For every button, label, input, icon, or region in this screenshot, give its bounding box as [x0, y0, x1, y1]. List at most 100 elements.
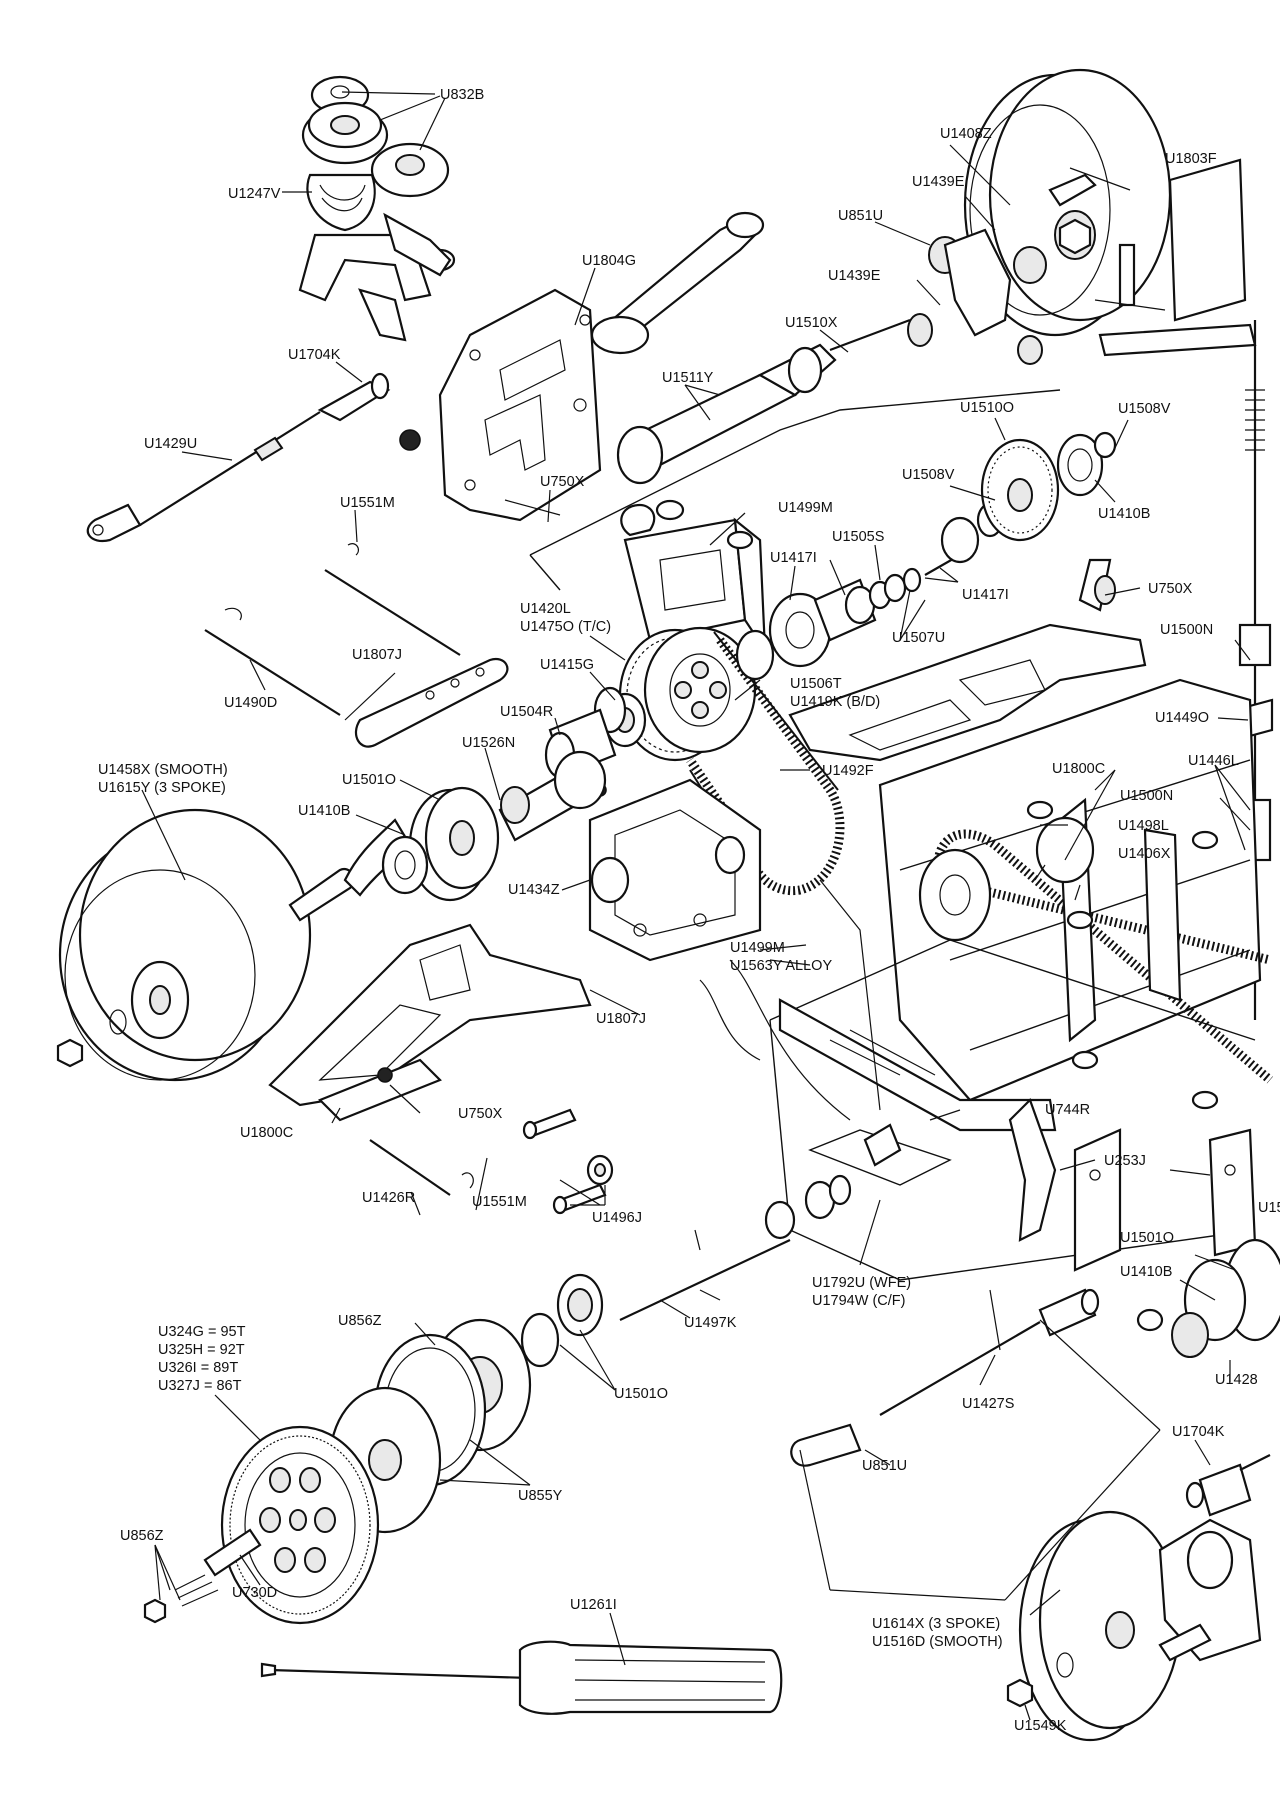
gearbox-upper-drawing: [620, 499, 767, 654]
label-u1614x: U1614X (3 SPOKE): [872, 1616, 1000, 1632]
label-u1792u: U1792U (WFE): [812, 1275, 911, 1291]
chassis-tray-drawing: [529, 389, 1273, 1110]
label-u750x-top: U750X: [540, 474, 585, 490]
brake-disc-drawing: [980, 431, 1117, 542]
label-u1419k: U1419K (B/D): [790, 694, 880, 710]
label-u1261i: U1261I: [570, 1597, 617, 1613]
label-u851u-top: U851U: [838, 208, 883, 224]
top-right-wheel-drawing: [907, 68, 1257, 365]
label-u744r: U744R: [1045, 1102, 1090, 1118]
label-u1549k: U1549K: [1014, 1718, 1067, 1734]
label-u1449o: U1449O: [1155, 710, 1209, 726]
right-wishbone-drawing: [788, 558, 1147, 762]
label-u1417i-a: U1417I: [770, 550, 817, 566]
label-u1501o-right: U1501O: [1120, 1230, 1174, 1246]
label-u1704k-low: U1704K: [1172, 1424, 1225, 1440]
bottom-right-wheel-drawing: [1006, 1454, 1271, 1742]
label-u750x-right: U750X: [1148, 581, 1193, 597]
label-u324g: U324G = 95T: [158, 1324, 246, 1340]
label-u1408z: U1408Z: [940, 126, 992, 142]
label-u1428: U1428: [1215, 1372, 1258, 1388]
label-u1507u: U1507U: [892, 630, 945, 646]
label-u1526n: U1526N: [462, 735, 515, 751]
label-u1800c-left: U1800C: [240, 1125, 293, 1141]
turnbuckle-rod-left: [86, 372, 391, 543]
left-wheel-drawing: [56, 808, 412, 1082]
label-u1501o-top: U1501O: [342, 772, 396, 788]
label-u1439e-b: U1439E: [912, 174, 965, 190]
label-u1410b-top: U1410B: [1098, 506, 1150, 522]
label-u1516d: U1516D (SMOOTH): [872, 1634, 1003, 1650]
label-u1506t: U1506T: [790, 676, 842, 692]
label-u1800c-right: U1800C: [1052, 761, 1105, 777]
left-wishbone-drawing: [268, 923, 592, 1196]
label-u1551m-top: U1551M: [340, 495, 395, 511]
label-u1439e-a: U1439E: [828, 268, 881, 284]
label-u1429u: U1429U: [144, 436, 197, 452]
label-u1500n-b: U1500N: [1120, 788, 1173, 804]
label-u1803f: U1803F: [1165, 151, 1217, 167]
main-spur-gear: [143, 1425, 380, 1625]
hinge-pins-drawing: [204, 543, 509, 748]
leader-lines: [141, 91, 1251, 1721]
label-u1807j-low: U1807J: [596, 1011, 646, 1027]
label-u253j: U253J: [1104, 1153, 1146, 1169]
label-u1426r: U1426R: [362, 1190, 415, 1206]
label-u1417i-b: U1417I: [962, 587, 1009, 603]
label-u1406x: U1406X: [1118, 846, 1171, 862]
label-u1434z: U1434Z: [508, 882, 560, 898]
label-u1490d: U1490D: [224, 695, 277, 711]
label-u327j: U327J = 86T: [158, 1378, 242, 1394]
label-u1446l: U1446L: [1188, 753, 1239, 769]
label-u1410b-left: U1410B: [298, 803, 350, 819]
screwdriver-drawing: [260, 1640, 783, 1715]
screws-drawing: [522, 1108, 614, 1215]
label-u1475o: U1475O (T/C): [520, 619, 611, 635]
left-hub-drawing: [381, 750, 607, 902]
label-u856z-a: U856Z: [338, 1313, 382, 1329]
label-u851u-low: U851U: [862, 1458, 907, 1474]
label-u832b: U832B: [440, 87, 484, 103]
label-u856z-b: U856Z: [120, 1528, 164, 1544]
part-labels: U832B U1247V U1804G U1704K U1429U U750X …: [98, 87, 1280, 1734]
label-u1498l: U1498L: [1118, 818, 1169, 834]
label-u1508v-a: U1508V: [1118, 401, 1171, 417]
label-u1492f: U1492F: [822, 763, 874, 779]
label-u1410b-right: U1410B: [1120, 1264, 1172, 1280]
pulley-assembly-drawing: [298, 75, 456, 342]
drive-shaft-drawing: [616, 318, 911, 485]
label-u1496j: U1496J: [592, 1210, 642, 1226]
label-u750x-low: U750X: [458, 1106, 503, 1122]
label-u1499m-mid: U1499M: [730, 940, 785, 956]
label-u1704k-top: U1704K: [288, 347, 341, 363]
label-u1420l: U1420L: [520, 601, 571, 617]
gearbox-lower-drawing: [588, 778, 762, 962]
label-u1510o: U1510O: [960, 400, 1014, 416]
bottom-chassis-drawing: [769, 939, 1257, 1281]
label-u855y: U855Y: [518, 1488, 563, 1504]
label-u1551m-low: U1551M: [472, 1194, 527, 1210]
label-u1511y: U1511Y: [662, 370, 714, 386]
label-u1794w: U1794W (C/F): [812, 1293, 905, 1309]
label-u1508v-b: U1508V: [902, 467, 955, 483]
right-upright-drawing: [790, 1238, 1280, 1467]
label-u1510x: U1510X: [785, 315, 838, 331]
cable-lines: [699, 879, 1001, 1351]
label-u326i: U326I = 89T: [158, 1360, 238, 1376]
label-u1500n-a: U1500N: [1160, 622, 1213, 638]
label-u1415g: U1415G: [540, 657, 594, 673]
label-u1807j-top: U1807J: [352, 647, 402, 663]
label-u730d: U730D: [232, 1585, 277, 1601]
label-u1499m-top: U1499M: [778, 500, 833, 516]
label-u1427s: U1427S: [962, 1396, 1014, 1412]
label-u1804g: U1804G: [582, 253, 636, 269]
layshaft-drawing: [619, 1123, 902, 1321]
label-u1497k: U1497K: [684, 1315, 737, 1331]
spur-gear-stack: [603, 626, 757, 762]
label-u1615y: U1615Y (3 SPOKE): [98, 780, 226, 796]
label-u325h: U325H = 92T: [158, 1342, 245, 1358]
label-u1501o-low: U1501O: [614, 1386, 668, 1402]
label-u15-edge: U15: [1258, 1200, 1280, 1216]
